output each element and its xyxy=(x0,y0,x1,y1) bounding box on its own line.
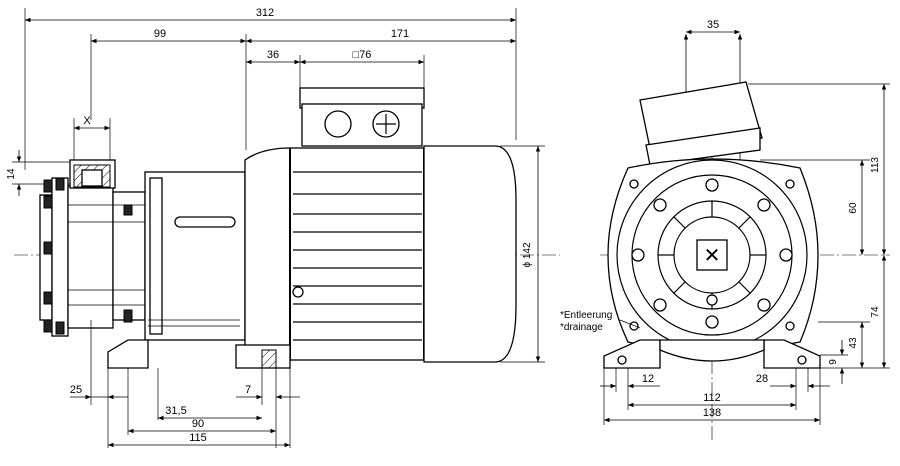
label-113: 113 xyxy=(870,157,881,173)
terminal-box xyxy=(299,87,425,147)
label-60: 60 xyxy=(848,202,859,214)
label-x: X xyxy=(83,115,91,127)
label-drainage: *drainage xyxy=(560,322,603,333)
label-171: 171 xyxy=(391,28,409,40)
label-7: 7 xyxy=(245,384,251,396)
bracket xyxy=(144,171,246,341)
label-112: 112 xyxy=(703,392,721,404)
dim-overall-length: 312 xyxy=(24,7,517,170)
dim-diameter: ϕ 142 xyxy=(500,145,545,363)
label-312: 312 xyxy=(256,7,274,19)
label-25: 25 xyxy=(70,384,82,396)
label-99: 99 xyxy=(154,28,166,40)
label-12: 12 xyxy=(642,373,654,385)
label-phi142: ϕ 142 xyxy=(522,242,533,268)
front-motor: ✕ xyxy=(607,158,819,352)
label-74: 74 xyxy=(870,306,881,318)
label-35: 35 xyxy=(707,19,719,31)
label-76: □76 xyxy=(353,49,372,61)
discharge-port xyxy=(69,159,116,189)
label-115: 115 xyxy=(189,432,207,444)
label-138: 138 xyxy=(703,407,721,419)
front-dims-right: 113 60 74 43 9 xyxy=(748,83,890,384)
label-entleerung: *Entleerung xyxy=(560,310,612,321)
label-9: 9 xyxy=(828,359,839,365)
label-43: 43 xyxy=(848,337,859,349)
label-31-5: 31,5 xyxy=(165,405,186,417)
front-terminal-box xyxy=(639,81,763,166)
side-view: 312 99 171 36 □76 X xyxy=(6,7,560,448)
label-90: 90 xyxy=(192,418,204,430)
label-14: 14 xyxy=(6,168,17,180)
feet xyxy=(107,339,291,369)
front-feet xyxy=(603,339,821,369)
dim-terminal-box: 36 □76 xyxy=(246,49,425,90)
dim-bottom: 25 7 31,5 90 115 xyxy=(70,320,300,448)
front-dims-bottom: 12 28 112 138 xyxy=(600,368,830,425)
front-view: 35 ✕ xyxy=(560,19,890,440)
fan-cover xyxy=(423,145,517,363)
dim-pump-motor: 99 171 xyxy=(90,28,516,150)
pump-head xyxy=(39,177,146,337)
svg-text:✕: ✕ xyxy=(704,245,721,267)
drain-labels: *Entleerung *drainage xyxy=(560,310,641,333)
label-36: 36 xyxy=(267,49,279,61)
dim-port-x: X xyxy=(73,115,111,162)
motor-body xyxy=(244,147,442,361)
label-28: 28 xyxy=(756,373,768,385)
